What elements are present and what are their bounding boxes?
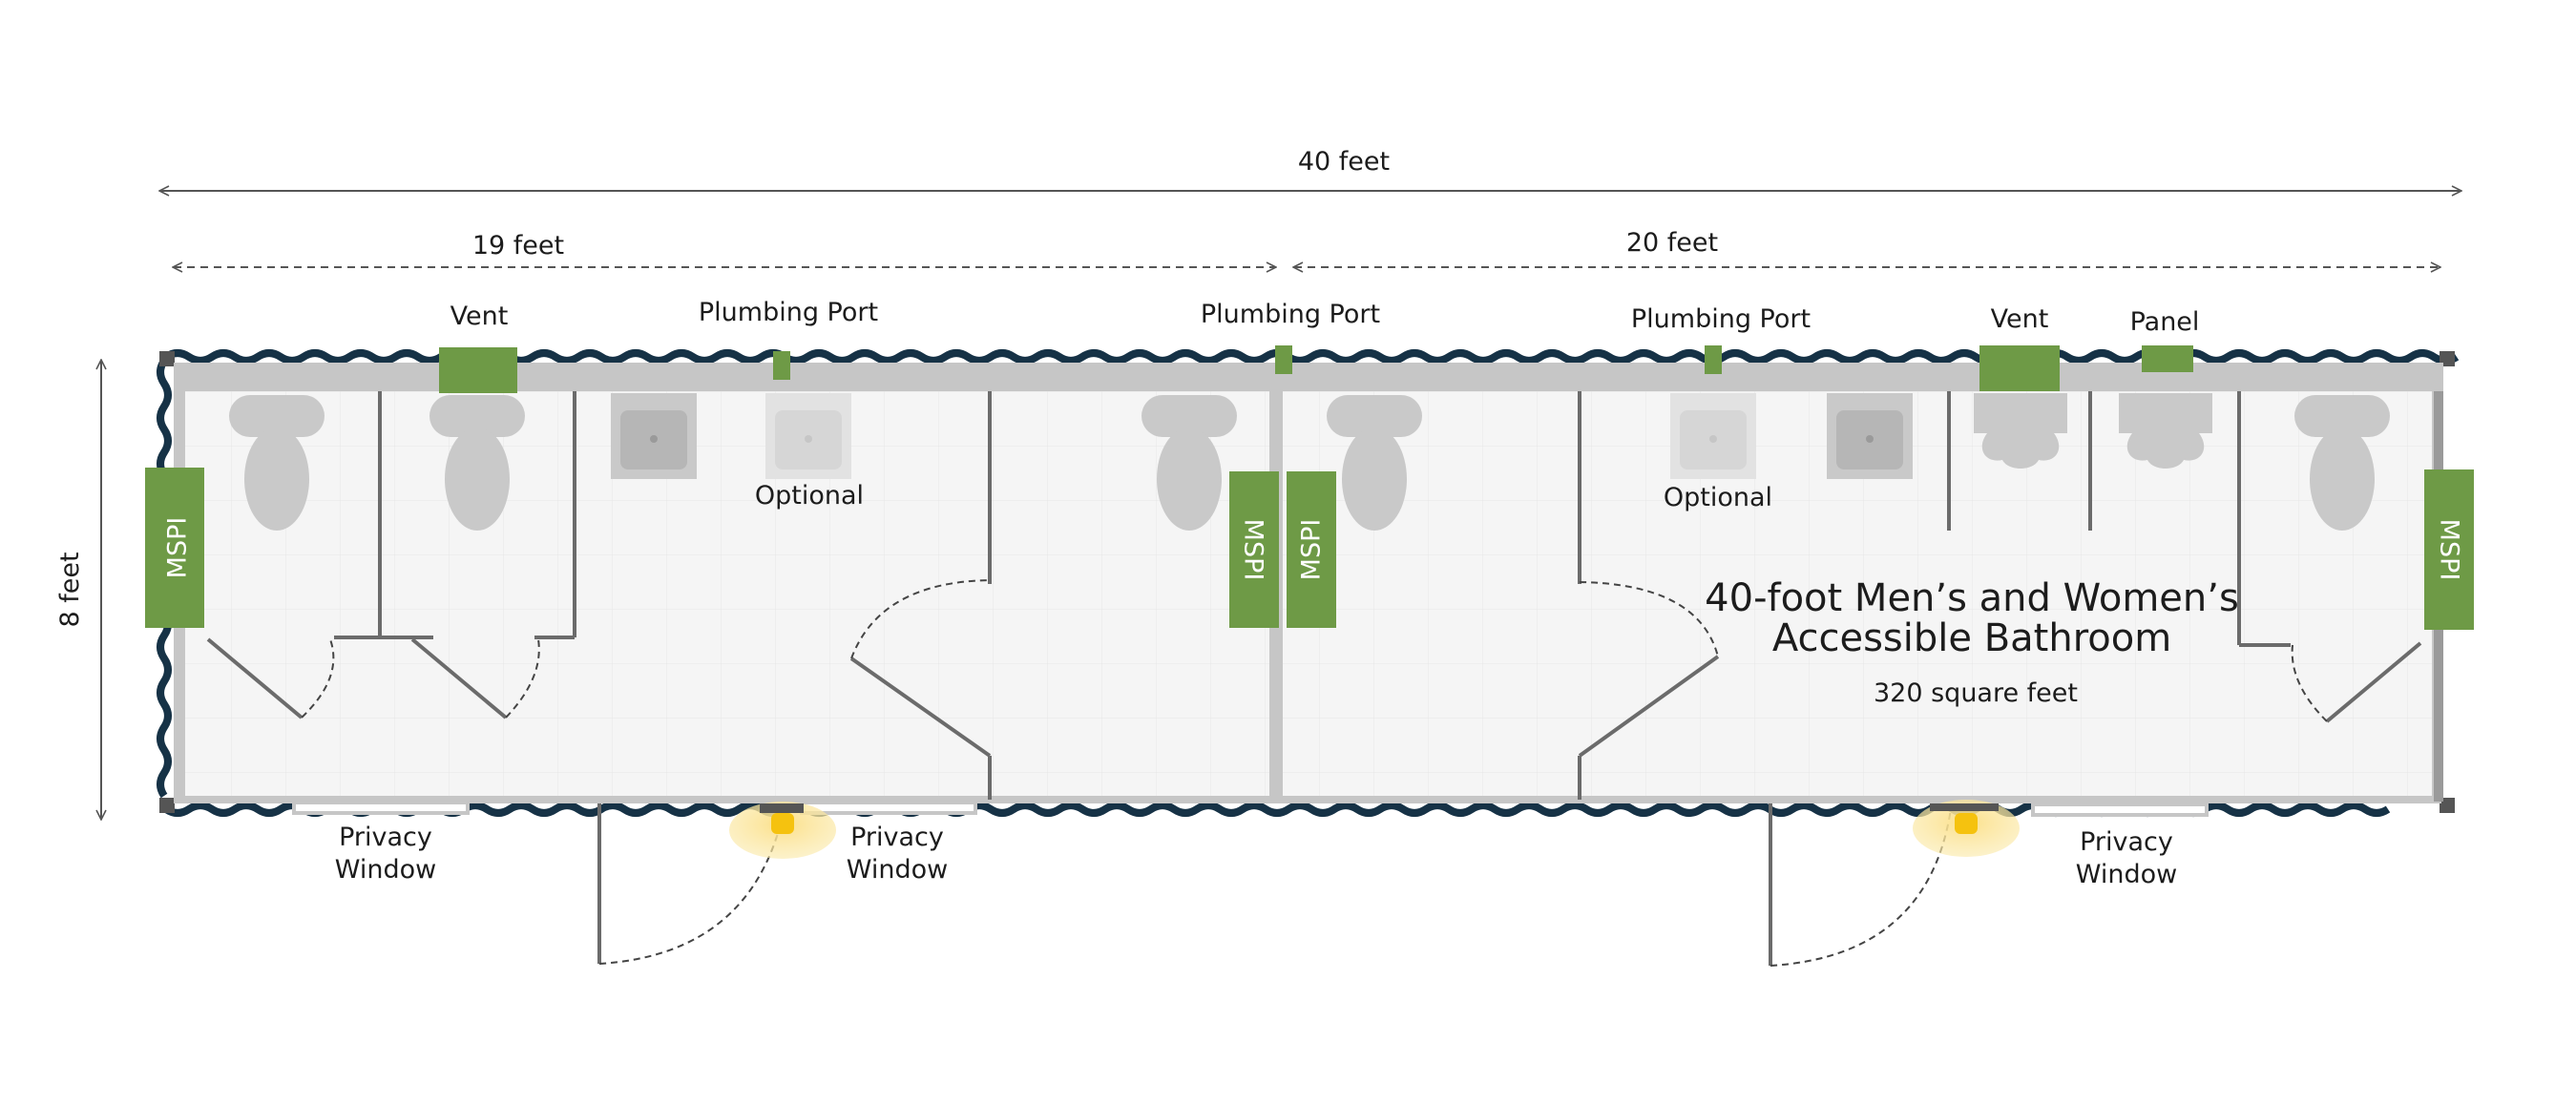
dimension-left-section: 19 feet <box>174 231 1275 267</box>
exterior-lights <box>729 800 2020 859</box>
panel-label: Panel <box>2130 307 2200 337</box>
door-swings <box>301 579 2328 967</box>
toilet-icon <box>429 395 525 531</box>
area-label: 320 square feet <box>1874 678 2078 708</box>
title-line2: Accessible Bathroom <box>1772 616 2171 660</box>
mspi-far-left: MSPI <box>145 468 204 628</box>
vent-right <box>1979 345 2060 391</box>
mspi-far-right-label: MSPI <box>2435 519 2464 581</box>
privacy-window-middle-label-1: Privacy <box>850 823 944 852</box>
toilet-icon <box>1327 395 1422 531</box>
mspi-far-left-label: MSPI <box>163 517 193 579</box>
dimension-total: 40 feet <box>160 147 2461 191</box>
dimension-width-label: 8 feet <box>55 552 85 627</box>
dimension-right-section: 20 feet <box>1294 228 2440 267</box>
privacy-window-left-label-1: Privacy <box>339 823 432 852</box>
optional-sink-icon <box>765 393 851 479</box>
wall-light-icon <box>729 802 836 859</box>
dimension-total-label: 40 feet <box>1298 147 1390 177</box>
sink-icon <box>611 393 697 479</box>
panel <box>2142 345 2193 372</box>
privacy-window-frames <box>292 802 2209 817</box>
dimension-left-label: 19 feet <box>472 231 564 261</box>
plumbing-ports <box>773 345 1722 380</box>
urinal-icon <box>1974 393 2067 469</box>
urinal-icon <box>2119 393 2212 469</box>
toilets <box>229 395 2390 531</box>
dimension-right-label: 20 feet <box>1626 228 1718 258</box>
optional-right-label: Optional <box>1664 483 1772 512</box>
privacy-window-middle-label-2: Window <box>847 855 948 885</box>
sinks <box>611 393 1913 479</box>
mspi-center-left-label: MSPI <box>1239 519 1268 581</box>
plumbing-port-right-label: Plumbing Port <box>1631 304 1811 334</box>
privacy-window-right-label-1: Privacy <box>2080 827 2173 857</box>
optional-sink-icon <box>1670 393 1756 479</box>
toilet-icon <box>2294 395 2390 531</box>
plumbing-port-left-label: Plumbing Port <box>699 298 878 327</box>
mspi-center-right: MSPI <box>1287 471 1336 628</box>
toilet-icon <box>229 395 325 531</box>
title-line1: 40-foot Men’s and Women’s <box>1705 576 2239 620</box>
dimension-width: 8 feet <box>55 361 101 819</box>
vent-right-label: Vent <box>1991 304 2049 334</box>
mspi-center-right-label: MSPI <box>1297 519 1327 581</box>
toilet-icon <box>1141 395 1237 531</box>
vent-left <box>439 347 517 393</box>
privacy-window-left-label-2: Window <box>335 855 436 885</box>
wall-light-icon <box>1913 800 2020 857</box>
sink-icon <box>1827 393 1913 479</box>
urinals <box>1974 393 2212 469</box>
vent-left-label: Vent <box>450 302 509 331</box>
partitions <box>206 391 2422 966</box>
mspi-center-left: MSPI <box>1229 471 1279 628</box>
mspi-far-right: MSPI <box>2424 469 2474 630</box>
plumbing-port-center-label: Plumbing Port <box>1201 300 1380 329</box>
optional-left-label: Optional <box>755 481 864 511</box>
privacy-window-right-label-2: Window <box>2076 860 2177 889</box>
